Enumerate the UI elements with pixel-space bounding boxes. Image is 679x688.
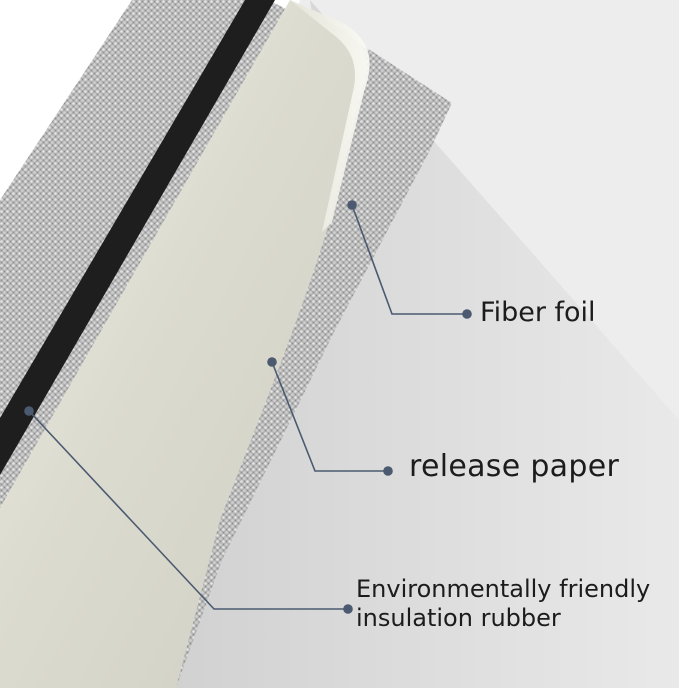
insulation-rubber-label: Environmentally friendly insulation rubb… — [356, 575, 650, 633]
marker-rubber-source — [24, 406, 34, 416]
leader-line-rubber — [28, 410, 348, 610]
fiber-foil-label: Fiber foil — [480, 297, 596, 328]
insulation-rubber-band — [0, 0, 275, 475]
marker-release-paper-label — [383, 466, 393, 476]
marker-rubber-label — [343, 604, 353, 614]
release-paper-sheet — [0, 0, 367, 688]
marker-fiber-foil-label — [462, 309, 472, 319]
marker-fiber-foil-source — [347, 200, 357, 210]
leader-line-fiber-foil — [351, 204, 467, 315]
leader-line-release-paper — [271, 361, 388, 472]
insulation-rubber-label-line2: insulation rubber — [356, 603, 561, 632]
marker-release-paper-source — [267, 357, 277, 367]
insulation-rubber-label-line1: Environmentally friendly — [356, 575, 651, 603]
release-paper-label: release paper — [409, 449, 620, 484]
cast-shadow — [130, 0, 679, 688]
release-paper-curl — [290, 0, 370, 232]
